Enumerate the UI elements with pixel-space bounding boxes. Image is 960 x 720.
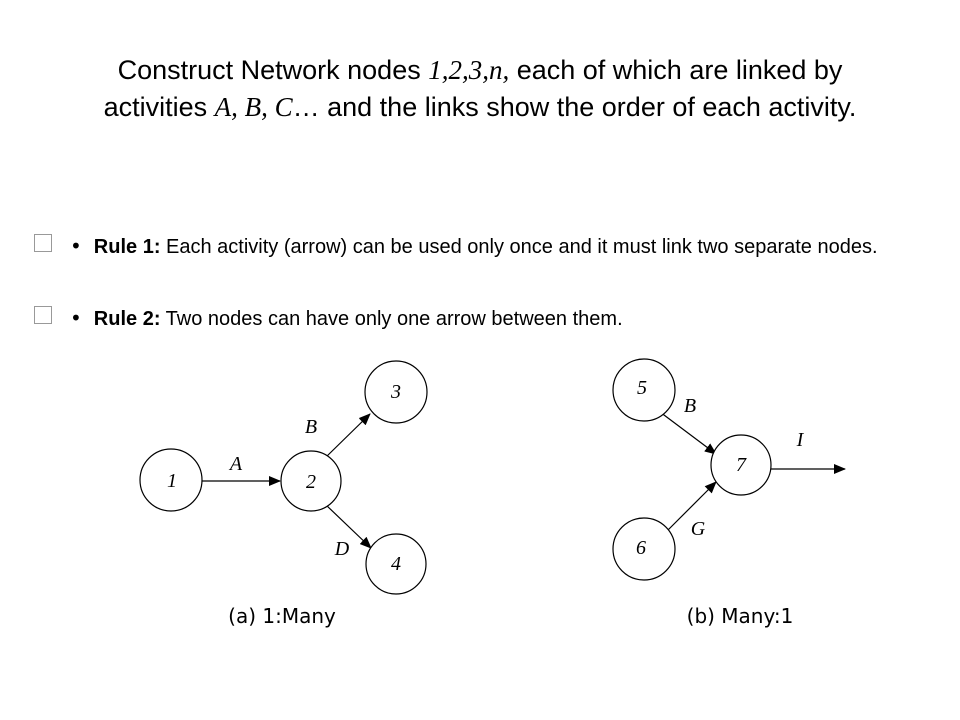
edge-b-label: B: [305, 416, 317, 438]
rule-1-label: Rule 1:: [93, 236, 161, 258]
edge-d-label: D: [334, 538, 350, 560]
edge-b2-label: B: [684, 395, 696, 417]
node-4: [365, 533, 427, 595]
node-5: [612, 358, 676, 422]
bullet-icon: •: [70, 234, 82, 258]
edge-b: [324, 413, 371, 459]
node-7-label: 7: [736, 454, 747, 476]
rule-2: • Rule 2: Two nodes can have only one arr…: [34, 304, 920, 334]
edge-i-label: I: [796, 429, 805, 451]
rule-1: • Rule 1: Each activity (arrow) can be us…: [34, 232, 920, 262]
bullet-icon: •: [70, 306, 82, 330]
node-3-label: 3: [390, 381, 401, 403]
node-6: [612, 517, 676, 581]
edge-g: [663, 481, 717, 535]
node-2: [280, 450, 342, 512]
node-4-label: 4: [391, 553, 401, 575]
node-1-label: 1: [167, 470, 177, 492]
node-2-label: 2: [306, 471, 316, 493]
edge-a-label: A: [228, 453, 243, 475]
title-text-2: each of which are linked by activities: [103, 55, 843, 122]
node-1: [139, 448, 203, 512]
caption-b: (b) Many:1: [687, 604, 794, 628]
page-title: Construct Network nodes 1,2,3,n, each of…: [100, 52, 860, 126]
edge-d: [324, 503, 372, 549]
edge-b2: [659, 411, 717, 455]
node-6-label: 6: [636, 537, 646, 559]
rule-2-text: Two nodes can have only one arrow betwee…: [160, 308, 623, 330]
rule-1-text: Each activity (arrow) can be used only o…: [160, 236, 878, 258]
title-text-1: Construct Network nodes: [117, 55, 429, 85]
node-3: [364, 360, 428, 424]
title-activities: A, B, C: [214, 92, 293, 122]
caption-a: (a) 1:Many: [228, 604, 336, 628]
bullet-marker-icon: [34, 234, 52, 252]
rule-2-label: Rule 2:: [93, 308, 161, 330]
edge-g-label: G: [691, 518, 706, 540]
diagram-b: 5 6 7 B G I (b) Many:1: [612, 358, 846, 628]
node-7: [710, 434, 772, 496]
node-5-label: 5: [637, 377, 647, 399]
title-nodes: 1,2,3,n,: [428, 55, 510, 85]
title-text-3: … and the links show the order of each a…: [292, 92, 857, 122]
diagram-a: 1 2 3 4 A B D (a) 1:Many: [139, 360, 428, 628]
bullet-marker-icon: [34, 306, 52, 324]
